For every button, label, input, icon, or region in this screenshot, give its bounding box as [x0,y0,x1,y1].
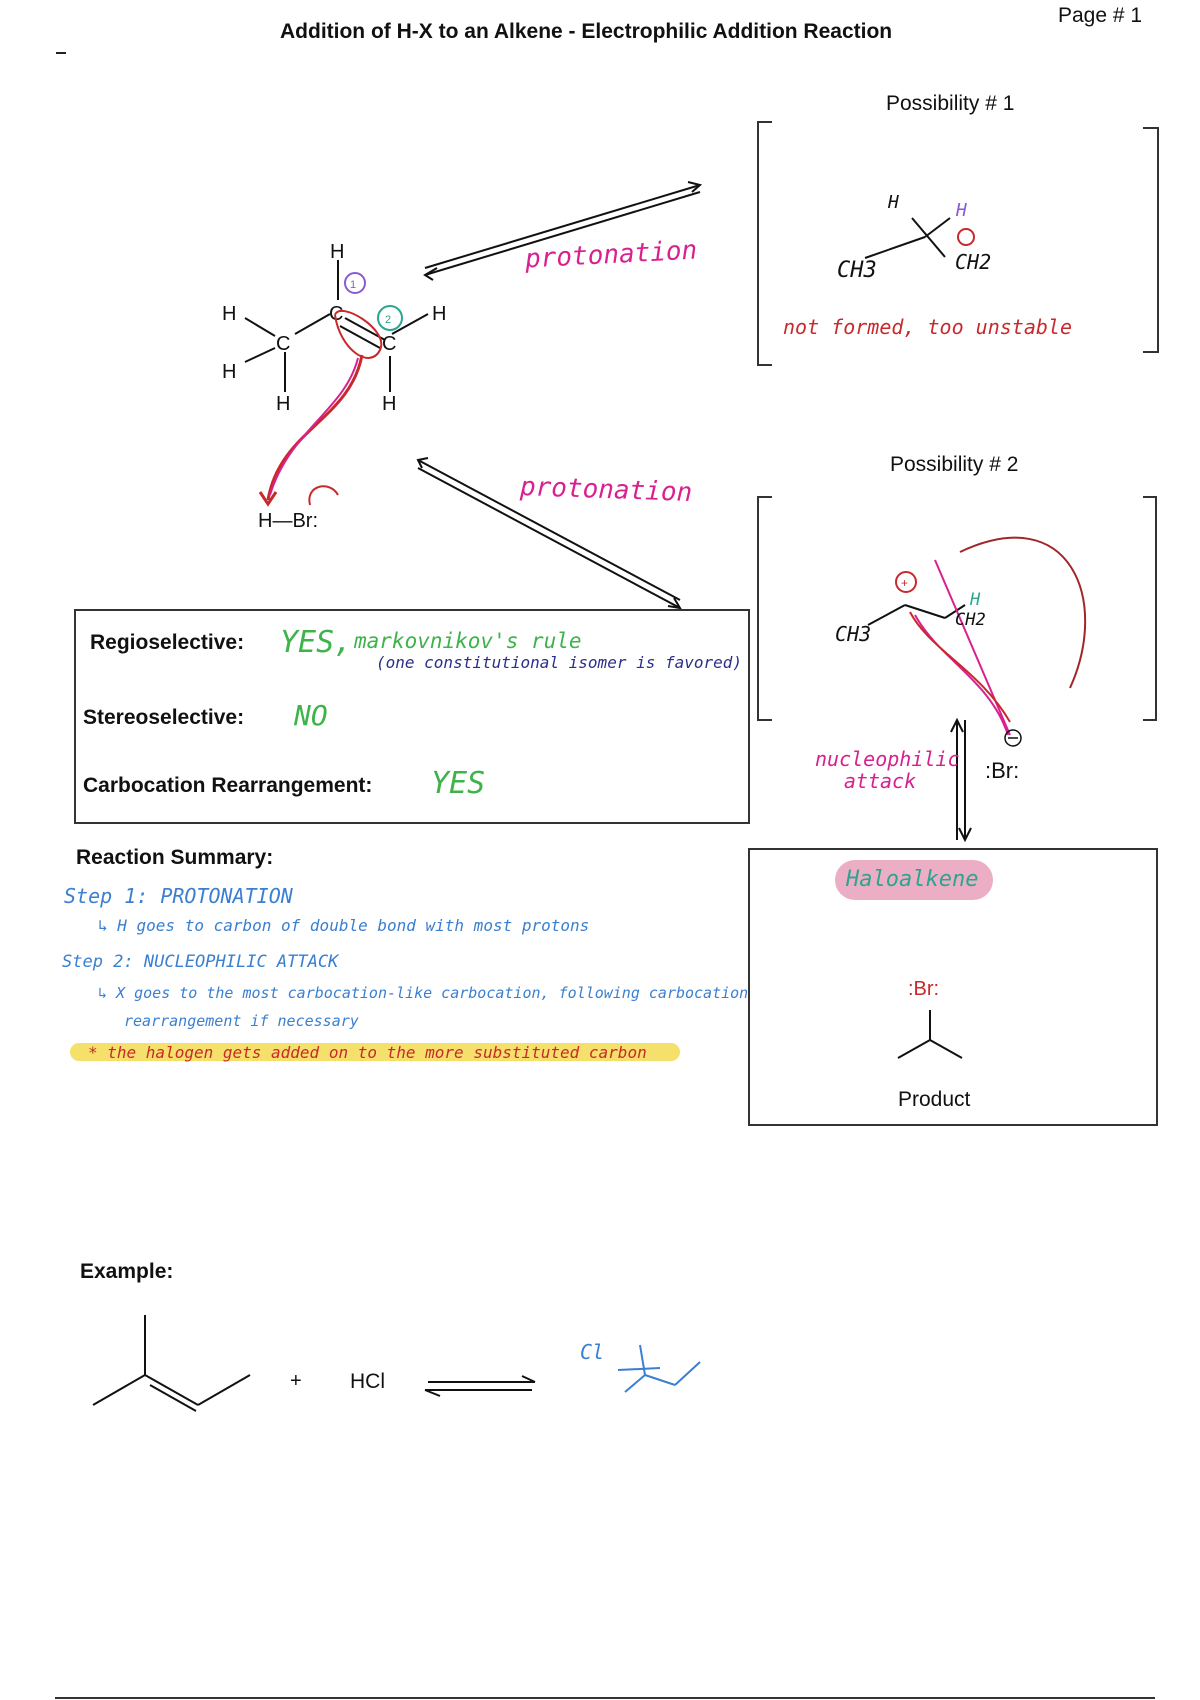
svg-text:+: + [901,576,908,590]
nucleophilic-attack-label: nucleophilic attack [815,747,960,793]
svg-text:C: C [382,333,396,355]
example-reagent: HCl [350,1370,385,1393]
summary-heading: Reaction Summary: [76,846,274,869]
possibility-1-title: Possibility # 1 [886,92,1015,115]
p1-note: not formed, too unstable [783,315,1072,339]
svg-text:H: H [382,393,396,415]
p1-h: H [888,192,899,213]
example-heading: Example: [80,1260,174,1283]
summary-step-2: Step 2: NUCLEOPHILIC ATTACK [62,952,339,972]
protonation-label-bottom: protonation [519,472,693,508]
p1-added-h: H [956,200,967,221]
summary-highlight-note: * the halogen gets added on to the more … [88,1043,647,1062]
page-number: Page # 1 [1058,4,1143,27]
propene-structure [244,260,429,392]
example-equilibrium-arrow [424,1375,536,1397]
summary-step-1-detail: ↳ H goes to carbon of double bond with m… [98,916,590,935]
hbr-reagent: H—Br: [258,510,318,532]
summary-step-2-detail-2: rearrangement if necessary [124,1012,359,1030]
alkene-skeletal [92,1315,251,1412]
example-plus: + [290,1370,302,1392]
page-title: Addition of H-X to an Alkene - Electroph… [280,20,893,43]
summary-step-1: Step 1: PROTONATION [64,884,293,908]
example-product-atom: Cl [580,1340,605,1364]
carbon-label-1: 1 [350,279,356,291]
pi-bond-circle [334,309,383,359]
regio-note: markovnikov's rule [354,629,582,653]
svg-text:H: H [276,393,290,415]
product-atom: :Br: [908,978,940,1000]
atom-h: H [330,241,344,263]
curved-arrow [266,354,364,501]
svg-text:H: H [222,361,236,383]
example-product [617,1344,701,1393]
regio-value: YES, [280,625,353,660]
p1-ch2: CH2 [955,250,992,274]
svg-text:H: H [432,303,446,325]
equilibrium-arrow-bottom [416,457,682,610]
bromide-ion: :Br: [985,758,1020,783]
summary-step-2-detail: ↳ X goes to the most carbocation-like ca… [98,984,749,1002]
regio-subnote: (one constitutional isomer is favored) [376,653,743,672]
regio-label: Regioselective: [90,631,245,654]
svg-text:H: H [222,303,236,325]
product-label: Product [898,1088,971,1111]
stereo-label: Stereoselective: [83,706,245,729]
product-type: Haloalkene [846,867,979,892]
p1-ch3: CH3 [837,258,877,283]
stereo-value: NO [294,699,328,732]
svg-text:C: C [276,333,290,355]
rearrangement-label: Carbocation Rearrangement: [83,774,373,797]
properties-box: Regioselective: YES, markovnikov's rule … [74,609,750,824]
dash-mark [56,52,66,54]
brackets [757,121,1159,721]
possibility-2-title: Possibility # 2 [890,453,1019,476]
product-box: Haloalkene :Br: Product [748,848,1158,1126]
rearrangement-value: YES [431,766,486,801]
p2-ch2: CH2 [955,610,986,630]
p2-added-h: H [970,590,981,610]
p2-ch3: CH3 [835,622,872,646]
carbon-label-2: 2 [385,314,391,326]
equilibrium-arrow-top [423,181,703,281]
